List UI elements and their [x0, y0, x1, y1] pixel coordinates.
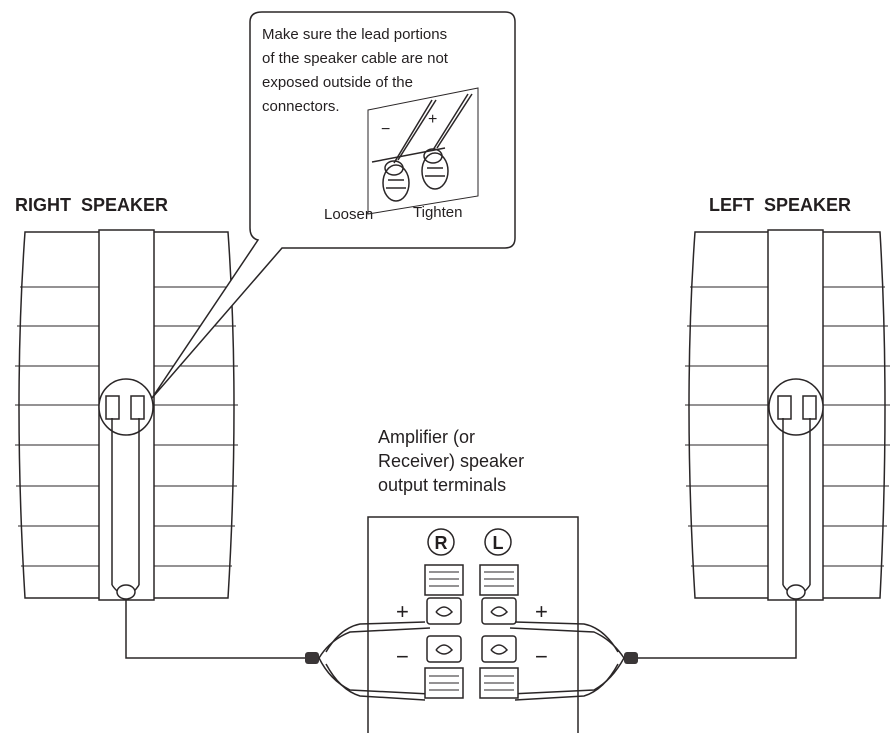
amplifier-caption-line-1: Amplifier (or — [378, 427, 475, 447]
closeup-plus-sign: + — [428, 111, 437, 128]
terminal-column-r — [424, 564, 464, 699]
callout-line-1: Make sure the lead portions — [262, 26, 447, 43]
loosen-terminal — [382, 160, 410, 202]
minus-sign-left: − — [396, 644, 409, 669]
closeup-minus-sign: − — [381, 121, 390, 138]
tighten-label: Tighten — [413, 204, 462, 221]
right-speaker-label: RIGHT SPEAKER — [15, 195, 168, 215]
plus-sign-left: + — [396, 599, 409, 624]
tighten-terminal — [421, 148, 449, 190]
callout-line-4: connectors. — [262, 98, 340, 115]
right-speaker: RIGHT SPEAKER — [15, 195, 238, 601]
minus-sign-right: − — [535, 644, 548, 669]
loosen-label: Loosen — [324, 206, 373, 223]
amplifier-caption-line-3: output terminals — [378, 475, 506, 495]
amplifier-caption-line-2: Receiver) speaker — [378, 451, 524, 471]
channel-l-marker: L — [493, 533, 504, 553]
callout-line-2: of the speaker cable are not — [262, 50, 449, 67]
callout-line-3: exposed outside of the — [262, 74, 413, 91]
callout-bubble: Make sure the lead portions of the speak… — [151, 11, 516, 399]
terminal-closeup: − + Loosen Tighten — [324, 87, 479, 223]
left-speaker: LEFT SPEAKER — [685, 195, 890, 601]
channel-r-marker: R — [435, 533, 448, 553]
plus-sign-right: + — [535, 599, 548, 624]
left-speaker-label: LEFT SPEAKER — [709, 195, 851, 215]
amplifier-caption: Amplifier (or Receiver) speaker output t… — [378, 427, 524, 495]
speaker-cables — [125, 599, 797, 701]
terminal-column-l — [479, 564, 519, 699]
amplifier-terminals: R L + − + − Amplifi — [367, 427, 579, 733]
